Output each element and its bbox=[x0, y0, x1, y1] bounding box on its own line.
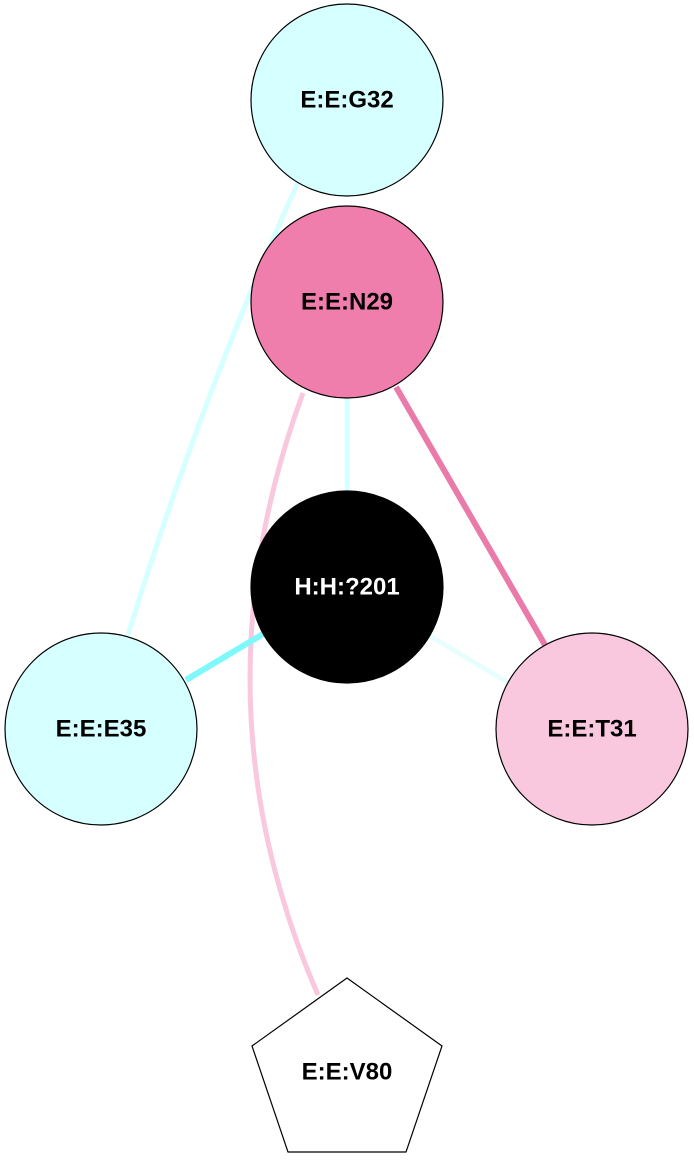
node-h201-label: H:H:?201 bbox=[294, 574, 399, 601]
node-n29-shape bbox=[250, 205, 444, 399]
node-v80-label: E:E:V80 bbox=[302, 1059, 393, 1086]
node-h201-shape bbox=[250, 490, 444, 684]
node-t31[interactable]: E:E:T31 bbox=[495, 632, 689, 826]
node-n29[interactable]: E:E:N29 bbox=[250, 205, 444, 399]
node-e35-label: E:E:E35 bbox=[56, 716, 147, 743]
edge-h201-t31 bbox=[428, 633, 509, 685]
edges bbox=[125, 180, 548, 996]
node-e35-shape bbox=[4, 632, 198, 826]
node-e35[interactable]: E:E:E35 bbox=[4, 632, 198, 826]
edge-n29-t31 bbox=[393, 385, 548, 647]
edge-h201-e35 bbox=[184, 631, 265, 683]
node-t31-label: E:E:T31 bbox=[547, 716, 636, 743]
node-v80[interactable]: E:E:V80 bbox=[251, 977, 443, 1153]
edge-n29-v80 bbox=[247, 392, 321, 996]
node-g32-shape bbox=[250, 3, 444, 197]
node-g32-label: E:E:G32 bbox=[300, 87, 393, 114]
node-h201[interactable]: H:H:?201 bbox=[250, 490, 444, 684]
node-v80-shape bbox=[251, 977, 443, 1153]
node-n29-label: E:E:N29 bbox=[301, 289, 393, 316]
node-g32[interactable]: E:E:G32 bbox=[250, 3, 444, 197]
node-t31-shape bbox=[495, 632, 689, 826]
